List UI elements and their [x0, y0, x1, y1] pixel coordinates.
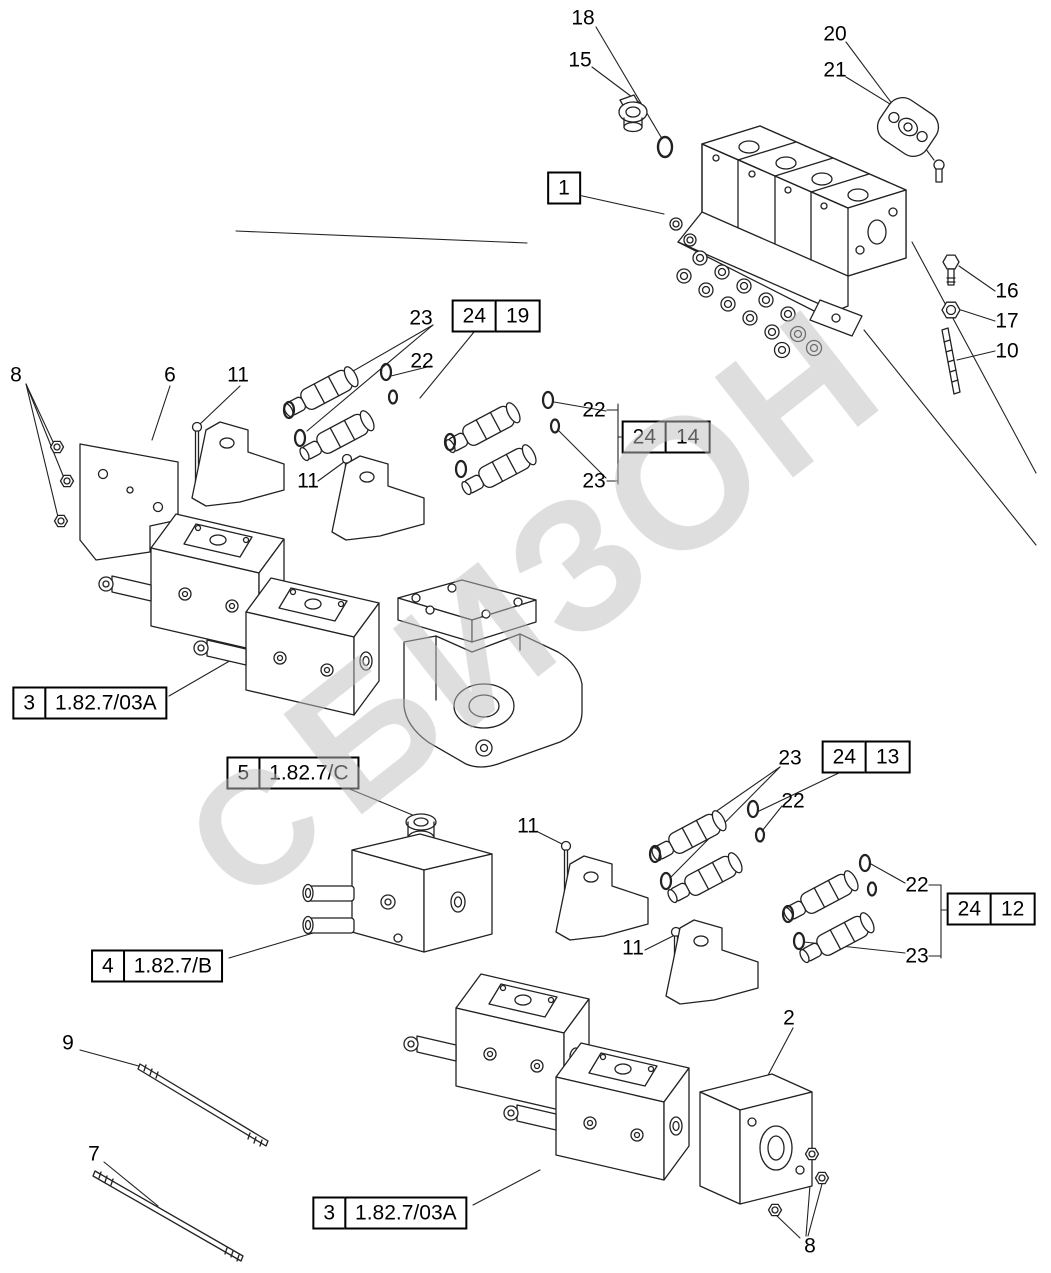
flange-21 — [876, 97, 940, 157]
cartridge-group-19 — [282, 362, 399, 462]
valve-section-a — [98, 513, 285, 652]
bolt-20 — [933, 159, 945, 183]
bracket-upper-left — [191, 421, 285, 507]
stud-9 — [137, 1063, 269, 1147]
stud-10 — [941, 327, 961, 395]
nuts-8-top — [49, 440, 75, 528]
breather-cap-15 — [618, 94, 648, 133]
stud-7 — [92, 1170, 244, 1262]
cartridge-group-12 — [781, 853, 878, 964]
main-valve-assembly — [669, 125, 907, 359]
cartridge-group-13 — [648, 799, 766, 904]
o-ring-18 — [656, 135, 674, 159]
mounting-plate-6 — [79, 443, 179, 561]
bracket-lower-mid — [555, 840, 649, 941]
bracket-mid — [331, 453, 425, 541]
valve-section-b — [193, 577, 380, 716]
cartridge-group-14 — [443, 390, 561, 496]
housing-b — [302, 813, 493, 953]
nut-17 — [941, 301, 961, 319]
bolt-16 — [942, 254, 960, 286]
center-housing — [397, 579, 583, 768]
valve-section-d — [503, 1042, 690, 1181]
bracket-lower-right — [665, 919, 759, 1005]
end-plate-2 — [699, 1073, 813, 1205]
nuts-8-bottom — [767, 1147, 830, 1217]
